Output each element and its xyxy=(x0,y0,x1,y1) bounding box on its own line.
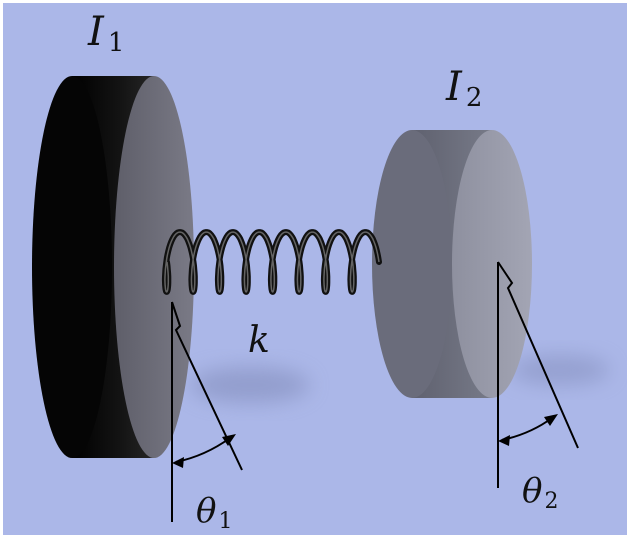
angle2-arrow-right xyxy=(544,414,558,426)
disk1-back-edge xyxy=(32,76,112,458)
angle1-arrow-right xyxy=(222,434,236,446)
disk1-face xyxy=(114,76,194,458)
torsional-spring xyxy=(161,229,382,295)
torsional-spring-highlight xyxy=(164,231,380,293)
disk2-shadow xyxy=(510,355,610,385)
disk-i2 xyxy=(372,130,532,398)
angle2-rotated-line xyxy=(497,261,579,449)
angle2-indicator xyxy=(497,261,579,488)
angle1-rotated-line xyxy=(171,301,243,471)
disk2-face xyxy=(452,130,532,398)
disk1-shadow xyxy=(190,367,310,403)
disk-i1 xyxy=(32,76,194,458)
label-theta2: θ2 xyxy=(522,471,558,514)
angle1-arrow-left xyxy=(172,457,184,468)
angle1-indicator xyxy=(171,301,243,522)
angle2-arrow-left xyxy=(498,435,510,446)
label-spring-k: k xyxy=(248,320,270,361)
label-theta1: θ1 xyxy=(196,491,232,534)
disk2-back-edge xyxy=(372,130,452,398)
